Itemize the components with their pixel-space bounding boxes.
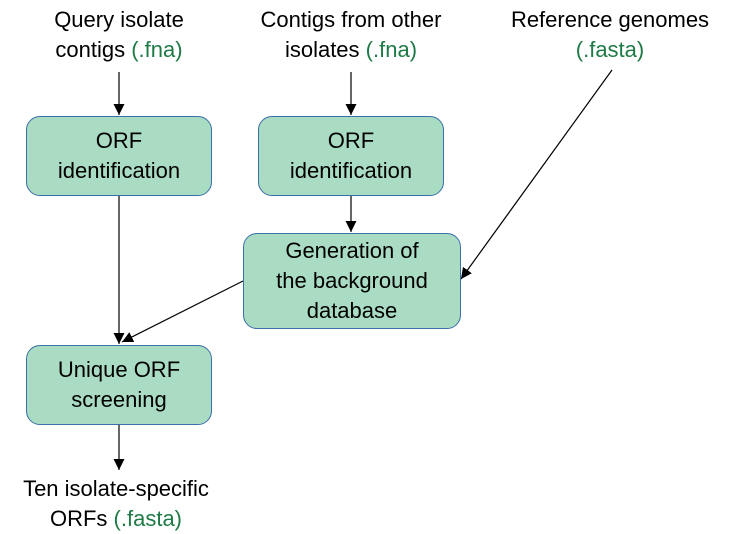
output-line1: Ten isolate-specific bbox=[23, 476, 209, 501]
box-orf-query-line2: identification bbox=[57, 158, 181, 183]
box-background-line1: Generation of bbox=[285, 238, 419, 263]
box-screening-line2: screening bbox=[71, 387, 167, 412]
box-background-line3: database bbox=[306, 298, 398, 323]
box-orf-identification-query: ORF identification bbox=[26, 116, 212, 196]
input-query-line1: Query isolate bbox=[54, 7, 184, 32]
input-other-contigs: Contigs from other isolates (.fna) bbox=[231, 5, 471, 65]
input-reference-line1: Reference genomes bbox=[510, 7, 710, 32]
box-orf-query-line1: ORF bbox=[95, 128, 143, 153]
input-reference-genomes: Reference genomes (.fasta) bbox=[488, 5, 732, 65]
input-query-extension: (.fna) bbox=[131, 37, 183, 62]
box-unique-orf-screening: Unique ORF screening bbox=[26, 345, 212, 425]
input-others-extension: (.fna) bbox=[365, 37, 418, 62]
input-query-line2: contigs bbox=[55, 37, 126, 62]
input-others-line2: isolates bbox=[284, 37, 360, 62]
arrow-background-to-screening bbox=[121, 280, 244, 343]
arrow-reference-to-background bbox=[460, 69, 613, 280]
output-isolate-specific-orfs: Ten isolate-specific ORFs (.fasta) bbox=[0, 474, 232, 534]
box-orf-others-line2: identification bbox=[289, 158, 413, 183]
box-orf-others-line1: ORF bbox=[327, 128, 375, 153]
box-background-database: Generation of the background database bbox=[243, 233, 461, 329]
input-others-line1: Contigs from other bbox=[260, 7, 442, 32]
input-reference-extension: (.fasta) bbox=[575, 37, 645, 62]
output-line2: ORFs bbox=[49, 506, 108, 531]
box-background-line2: the background bbox=[276, 268, 428, 293]
box-orf-identification-others: ORF identification bbox=[258, 116, 444, 196]
output-extension: (.fasta) bbox=[113, 506, 183, 531]
box-screening-line1: Unique ORF bbox=[57, 357, 181, 382]
input-query-contigs: Query isolate contigs (.fna) bbox=[19, 5, 219, 65]
